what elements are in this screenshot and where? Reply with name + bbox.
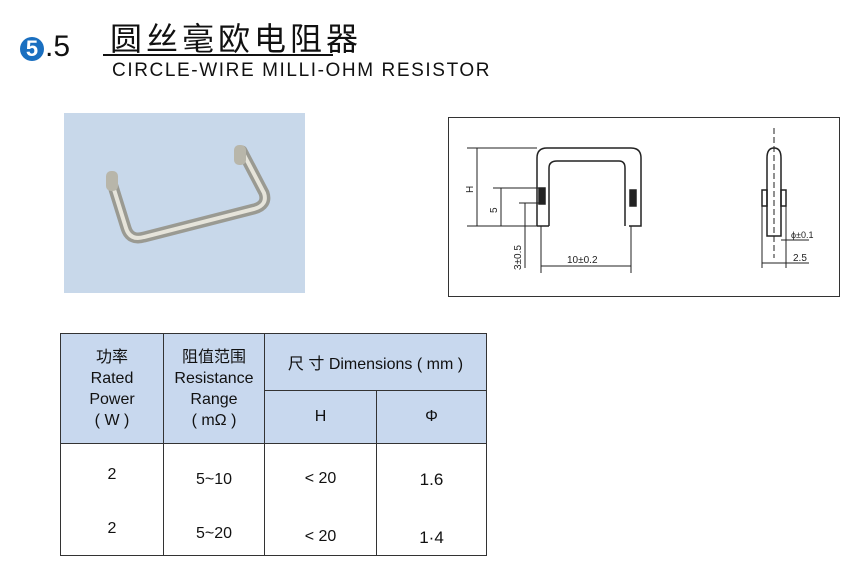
header-dimensions: 尺 寸 Dimensions ( mm )	[264, 333, 487, 391]
header-resistance-en2: Range	[190, 390, 238, 408]
dim-label-h: H	[465, 186, 476, 193]
header-power: 功率 Rated Power ( W )	[60, 333, 164, 444]
dim-label-side: 2.5	[793, 253, 807, 264]
header-power-en2: Power	[89, 390, 135, 408]
dim-label-3: 3±0.5	[513, 245, 524, 270]
resistor-photo-image	[106, 145, 271, 244]
spec-table: 功率 Rated Power ( W ) 阻值范围 Resistance Ran…	[60, 333, 487, 556]
header-resistance-unit: ( mΩ )	[191, 411, 237, 429]
table-row: 2 2 5~10 5~20 < 20 < 20 1.6 1·4	[60, 443, 487, 556]
section-number-suffix: .5	[45, 30, 71, 63]
header-phi: Φ	[376, 390, 487, 444]
resistor-outline-outer	[536, 147, 642, 227]
section-number-circle: 5	[20, 36, 44, 61]
page-title-english: CIRCLE-WIRE MILLI-OHM RESISTOR	[112, 60, 492, 81]
section-number: 5.5	[20, 30, 70, 64]
header-resistance-en1: Resistance	[174, 369, 254, 387]
cell-h: < 20	[304, 470, 337, 487]
header-resistance: 阻值范围 Resistance Range ( mΩ )	[163, 333, 265, 444]
header-power-cn: 功率	[95, 348, 128, 366]
dim-label-5: 5	[489, 207, 500, 213]
rows-power: 2 2	[60, 443, 164, 556]
cell-phi: 1·4	[419, 528, 444, 547]
dimension-drawing: H 5 3±0.5 10±0.2 ϕ±0.1 2.5	[448, 117, 840, 297]
cell-h: < 20	[304, 528, 337, 545]
rows-h: < 20 < 20	[264, 443, 377, 556]
header-h: H	[264, 390, 377, 444]
cell-power: 2	[107, 520, 117, 537]
header-resistance-cn: 阻值范围	[181, 348, 246, 366]
page-title-chinese: 圆丝毫欧电阻器	[110, 21, 363, 57]
dim-label-width: 10±0.2	[567, 255, 598, 266]
cell-phi: 1.6	[419, 470, 444, 489]
header-power-unit: ( W )	[94, 411, 130, 429]
rows-range: 5~10 5~20	[163, 443, 265, 556]
product-photo	[64, 113, 305, 293]
cell-range: 5~10	[195, 471, 233, 488]
resistor-outline-inner	[548, 160, 626, 226]
cell-power: 2	[107, 466, 117, 483]
cell-range: 5~20	[195, 525, 233, 542]
title-divider	[103, 54, 333, 56]
dim-label-phi: ϕ±0.1	[791, 230, 814, 240]
rows-phi: 1.6 1·4	[376, 443, 487, 556]
header-power-en1: Rated	[90, 369, 134, 387]
